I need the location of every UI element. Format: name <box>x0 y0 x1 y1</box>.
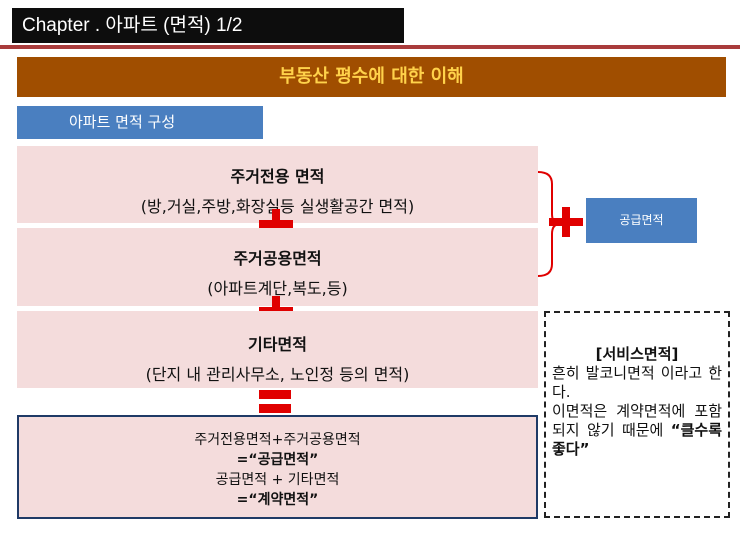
service-area-emphasis: “클수록 좋다” <box>552 421 722 458</box>
plus-icon <box>259 209 293 239</box>
equals-icon <box>259 390 291 414</box>
other-area-box: 기타면적 (단지 내 관리사무소, 노인정 등의 면적) <box>17 311 538 388</box>
header-rule <box>0 45 740 49</box>
section-tag: 아파트 면적 구성 <box>17 106 263 139</box>
service-area-desc-1: 흔히 발코니면적 이라고 한다. <box>552 364 722 401</box>
plus-icon <box>549 207 583 237</box>
result-line-2: =“공급면적” <box>236 452 319 468</box>
other-area-desc: (단지 내 관리사무소, 노인정 등의 면적) <box>145 365 410 384</box>
other-area-heading: 기타면적 <box>248 335 307 354</box>
service-area-title: [서비스면적] <box>595 345 679 363</box>
chapter-header: Chapter . 아파트 (면적) 1/2 <box>12 8 404 43</box>
result-box: 주거전용면적+주거공용면적 =“공급면적” 공급면적 + 기타면적 =“계약면적… <box>17 415 538 519</box>
exclusive-area-heading: 주거전용 면적 <box>230 167 325 186</box>
exclusive-area-desc: (방,거실,주방,화장실등 실생활공간 면적) <box>140 197 415 216</box>
supply-area-badge: 공급면적 <box>586 198 697 243</box>
common-area-box: 주거공용면적 (아파트계단,복도,등) <box>17 228 538 306</box>
common-area-desc: (아파트계단,복도,등) <box>207 279 348 298</box>
page-title: 부동산 평수에 대한 이해 <box>17 57 726 97</box>
common-area-heading: 주거공용면적 <box>233 249 322 268</box>
result-line-4: =“계약면적” <box>236 492 319 508</box>
result-line-3: 공급면적 + 기타면적 <box>215 472 340 488</box>
service-area-desc-2: 이면적은 계약면적에 포함되지 않기 때문에 <box>552 402 722 439</box>
service-area-note: [서비스면적] 흔히 발코니면적 이라고 한다. 이면적은 계약면적에 포함되지… <box>544 311 730 518</box>
result-line-1: 주거전용면적+주거공용면적 <box>194 432 361 448</box>
